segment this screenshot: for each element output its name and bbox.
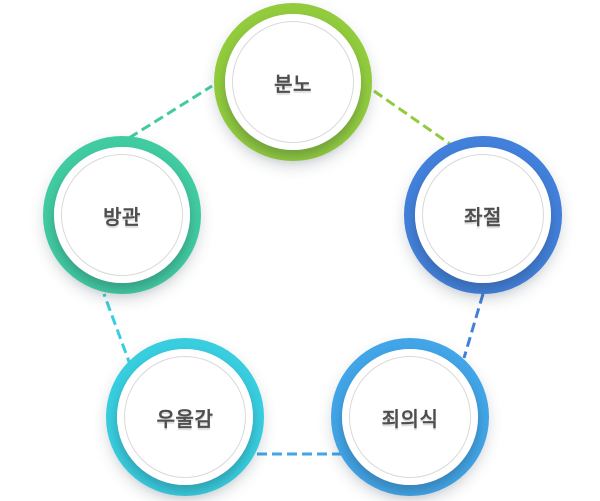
node-label-depression: 우울감 bbox=[156, 408, 214, 431]
node-bystanding: 방관 bbox=[43, 136, 201, 294]
connection-line bbox=[462, 293, 485, 359]
node-disc: 우울감 bbox=[117, 349, 253, 485]
node-label-anger: 분노 bbox=[274, 73, 312, 96]
node-disc: 죄의식 bbox=[342, 349, 478, 485]
node-label-frustration: 좌절 bbox=[464, 206, 502, 229]
node-disc: 방관 bbox=[54, 147, 190, 283]
node-inner-circle: 좌절 bbox=[422, 154, 544, 276]
node-inner-circle: 방관 bbox=[61, 154, 183, 276]
node-guilt: 죄의식 bbox=[331, 338, 489, 496]
node-inner-circle: 죄의식 bbox=[349, 356, 471, 478]
node-inner-circle: 분노 bbox=[232, 21, 354, 143]
connection-line bbox=[128, 84, 213, 140]
node-label-guilt: 죄의식 bbox=[381, 408, 439, 431]
node-label-bystanding: 방관 bbox=[103, 206, 141, 229]
node-disc: 분노 bbox=[225, 14, 361, 150]
node-frustration: 좌절 bbox=[404, 136, 562, 294]
node-anger: 분노 bbox=[214, 3, 372, 161]
node-depression: 우울감 bbox=[106, 338, 264, 496]
connection-line bbox=[102, 293, 133, 368]
connection-line bbox=[373, 89, 451, 146]
node-disc: 좌절 bbox=[415, 147, 551, 283]
node-inner-circle: 우울감 bbox=[124, 356, 246, 478]
